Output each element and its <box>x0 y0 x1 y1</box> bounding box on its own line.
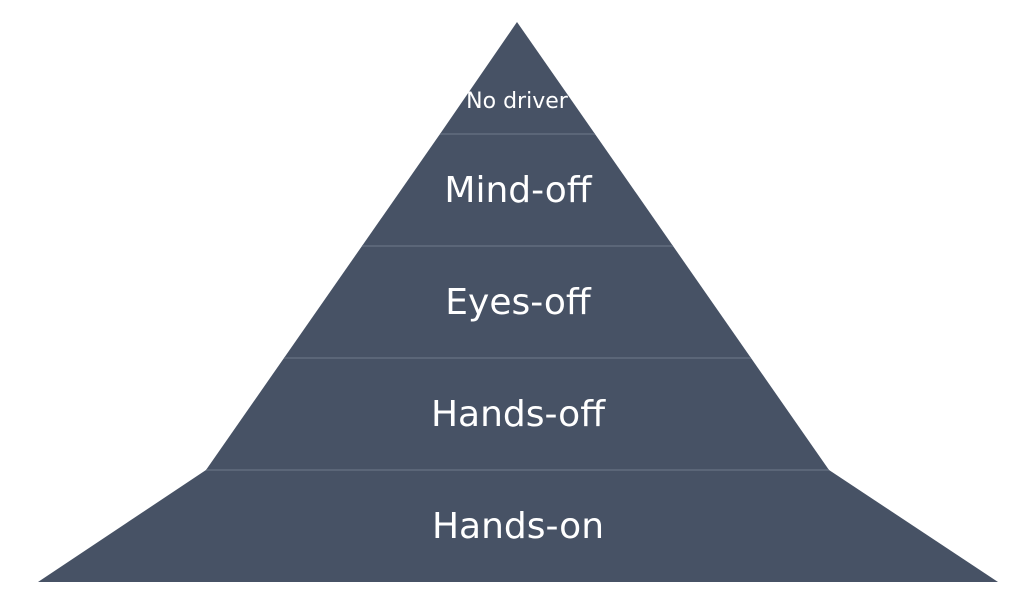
tier-label-eyes-off: Eyes-off <box>445 282 592 323</box>
pyramid-tiers <box>38 22 998 582</box>
tier-label-no-driver: No driver <box>466 89 569 114</box>
tier-dividers <box>206 133 829 471</box>
tier-no-driver-shape <box>440 22 595 134</box>
tier-label-hands-off: Hands-off <box>431 394 606 435</box>
tier-mind-off-shape <box>362 134 673 246</box>
tier-eyes-off-shape <box>284 246 751 358</box>
tier-hands-off-shape <box>206 358 829 470</box>
tier-hands-on-shape <box>38 470 998 582</box>
tier-label-hands-on: Hands-on <box>432 506 604 547</box>
tier-label-mind-off: Mind-off <box>444 170 592 211</box>
tier-labels: No driver Mind-off Eyes-off Hands-off Ha… <box>431 89 606 547</box>
